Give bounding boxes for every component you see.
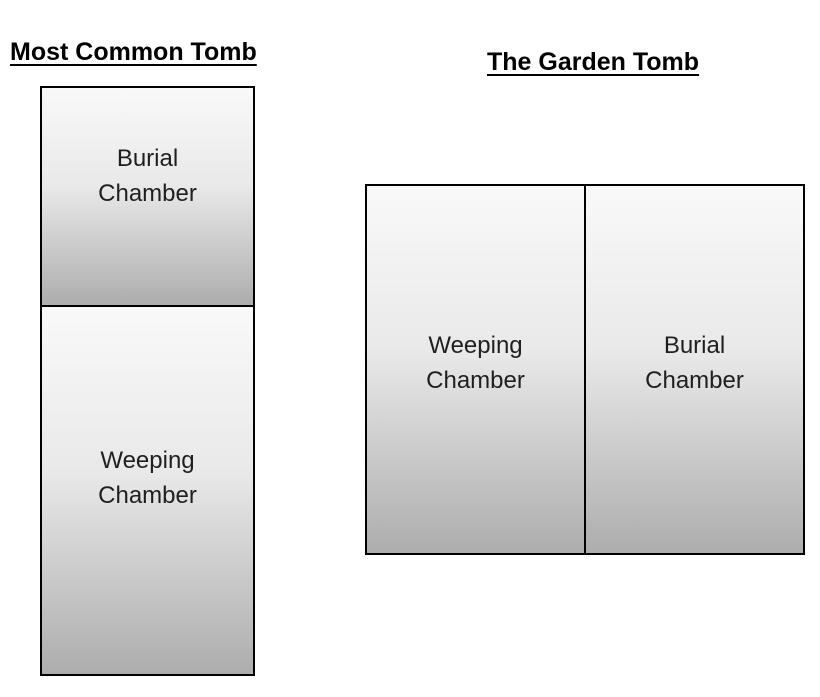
most-common-tomb-burial-chamber: Burial Chamber [40, 86, 255, 307]
garden-tomb-title: The Garden Tomb [487, 48, 700, 76]
weeping-chamber-label: Weeping Chamber [98, 446, 197, 509]
weeping-chamber-label: Weeping Chamber [426, 331, 525, 394]
most-common-tomb-title: Most Common Tomb [10, 38, 257, 66]
burial-chamber-label: Burial Chamber [645, 331, 744, 394]
garden-tomb-weeping-chamber: Weeping Chamber [365, 184, 586, 555]
burial-chamber-label: Burial Chamber [98, 144, 197, 207]
most-common-tomb-weeping-chamber: Weeping Chamber [40, 305, 255, 676]
garden-tomb-burial-chamber: Burial Chamber [584, 184, 805, 555]
